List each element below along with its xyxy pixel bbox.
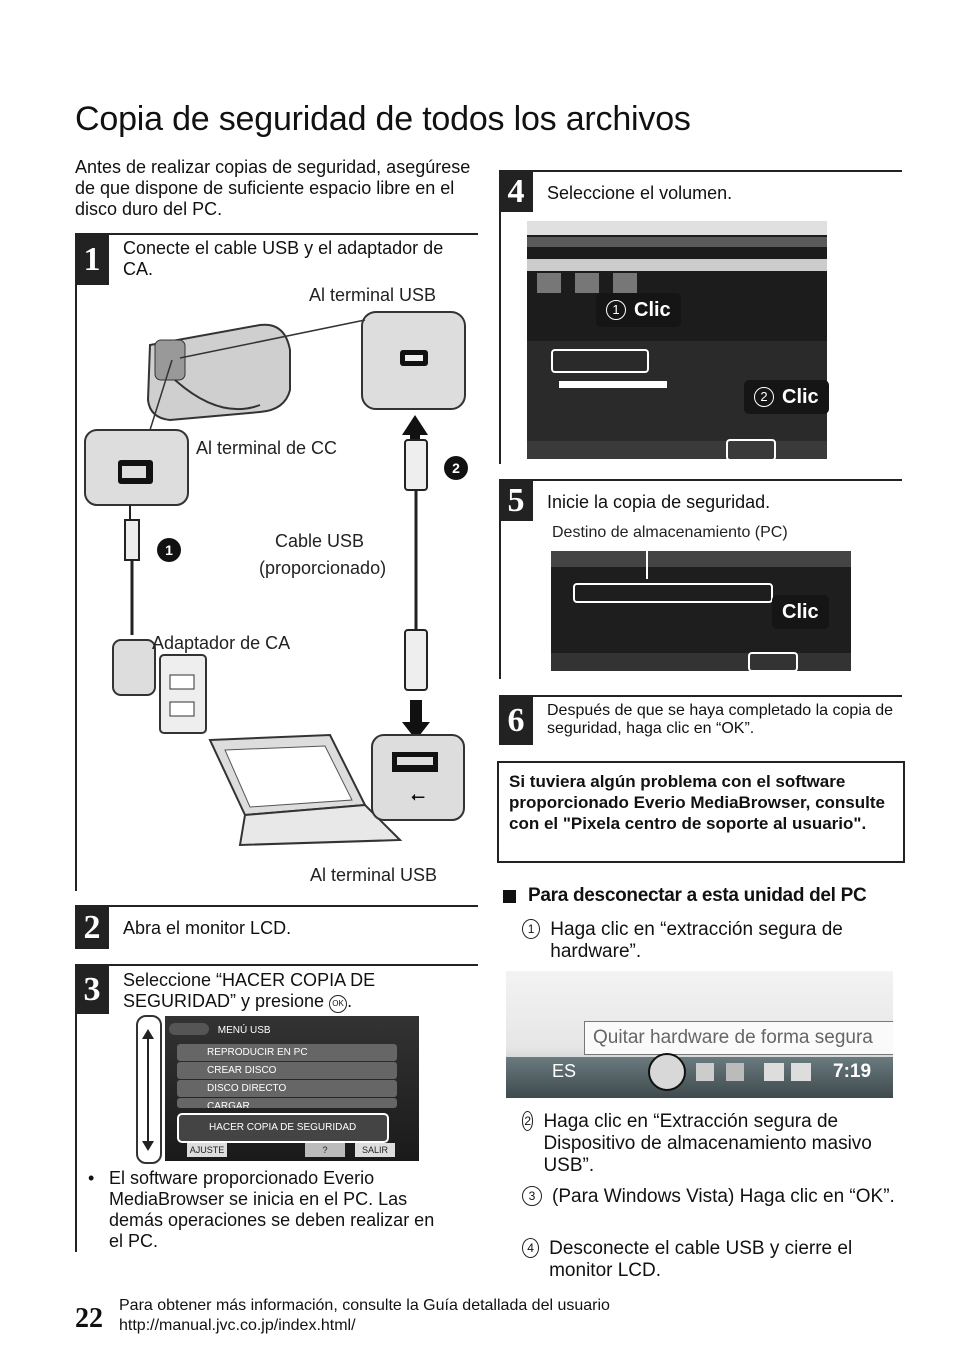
windows-tray-screenshot: Quitar hardware de forma segura ES 7:19	[506, 971, 893, 1098]
speaker-icon[interactable]	[791, 1063, 811, 1081]
menu-item-direct-disc[interactable]: DISCO DIRECTO	[177, 1080, 397, 1097]
step2-rule	[75, 905, 478, 907]
wall-outlet	[159, 654, 207, 734]
tray-tooltip: Quitar hardware de forma segura	[584, 1021, 893, 1055]
label-usb-cable: Cable USB	[275, 531, 365, 551]
safely-remove-hardware-icon[interactable]	[648, 1053, 686, 1091]
intro-text: Antes de realizar copias de seguridad, a…	[75, 157, 471, 219]
step6-rule	[499, 695, 902, 697]
camcorder-illustration	[146, 323, 291, 422]
marker-1: 1	[165, 542, 173, 558]
scroll-slider	[136, 1015, 162, 1164]
step2-text: Abra el monitor LCD.	[123, 918, 292, 938]
help-button[interactable]: ?	[305, 1143, 345, 1157]
ac-adapter-illustration	[112, 639, 156, 696]
label-usb-cable-note: (proporcionado)	[259, 558, 387, 578]
bullet-note: El software proporcionado Everio MediaBr…	[109, 1168, 435, 1251]
step3-rule	[75, 964, 478, 966]
menu-header: MENÚ USB	[217, 1025, 271, 1036]
clic-label-3: Clic	[772, 595, 829, 629]
connection-diagram: 2 1 ⭠	[84, 311, 468, 847]
step1-text: Conecte el cable USB y el adaptador de C…	[123, 238, 444, 279]
all-volumes-option[interactable]	[551, 349, 649, 373]
volume-dropdown[interactable]	[559, 381, 667, 388]
step3-text: Seleccione “HACER COPIA DE SEGURIDAD” y …	[123, 970, 376, 1013]
exit-button[interactable]: SALIR	[355, 1143, 395, 1157]
step5-number: 5	[499, 481, 533, 521]
step4-text: Seleccione el volumen.	[547, 183, 733, 203]
marker-2: 2	[452, 460, 460, 476]
step5-left-line	[499, 479, 501, 679]
step6-text: Después de que se haya completado la cop…	[547, 702, 894, 737]
step3-left-line	[75, 964, 77, 1252]
disconnect-step-3: 3(Para Windows Vista) Haga clic en “OK”.	[522, 1186, 902, 1208]
footer-url[interactable]: http://manual.jvc.co.jp/index.html/	[119, 1317, 356, 1334]
menu-item-play-pc[interactable]: REPRODUCIR EN PC	[177, 1044, 397, 1061]
start-button-highlight[interactable]	[748, 652, 798, 671]
step6-number: 6	[499, 697, 533, 745]
svg-text:⭠: ⭠	[411, 786, 425, 806]
page-number: 22	[75, 1303, 103, 1334]
ok-button-icon: OK	[329, 995, 348, 1013]
next-button-highlight[interactable]	[726, 439, 776, 459]
bullet-dot: •	[88, 1168, 95, 1188]
step2-number: 2	[75, 907, 109, 949]
step1-left-line	[75, 233, 77, 891]
destination-label: Destino de almacenamiento (PC)	[552, 524, 788, 541]
tray-icon-network[interactable]	[696, 1063, 714, 1081]
step3-number: 3	[75, 966, 109, 1014]
step5-rule	[499, 479, 902, 481]
label-ac-adapter: Adaptador de CA	[152, 633, 291, 653]
step4-number: 4	[499, 172, 533, 212]
disconnect-heading: Para desconectar a esta unidad del PC	[528, 885, 867, 906]
tray-icon-sd[interactable]	[726, 1063, 744, 1081]
step1-number: 1	[75, 235, 109, 285]
label-dc-terminal: Al terminal de CC	[196, 438, 338, 458]
step1-rule	[75, 233, 478, 235]
section-bullet	[503, 890, 516, 903]
usb-icon	[169, 1023, 209, 1035]
menu-item-create-disc[interactable]: CREAR DISCO	[177, 1062, 397, 1079]
step4-rule	[499, 170, 902, 172]
footer-info: Para obtener más información, consulte l…	[119, 1297, 610, 1314]
menu-item-upload[interactable]: CARGAR	[177, 1098, 397, 1108]
page-title: Copia de seguridad de todos los archivos	[75, 100, 691, 138]
tray-language: ES	[552, 1061, 577, 1081]
tray-icon-display[interactable]	[764, 1063, 784, 1081]
menu-item-backup[interactable]: HACER COPIA DE SEGURIDAD	[177, 1113, 389, 1143]
step5-text: Inicie la copia de seguridad.	[547, 492, 771, 512]
settings-button[interactable]: AJUSTE	[187, 1143, 227, 1157]
software-support-note: Si tuviera algún problema con el softwar…	[497, 761, 905, 863]
label-usb-terminal-top: Al terminal USB	[309, 285, 437, 305]
destination-path-highlight	[573, 583, 773, 603]
step4-left-line	[499, 170, 501, 464]
mediabrowser-volume-screen	[527, 221, 827, 459]
label-usb-terminal-bottom: Al terminal USB	[310, 865, 438, 885]
laptop-illustration	[208, 733, 403, 847]
camera-usb-menu: MENÚ USB REPRODUCIR EN PC CREAR DISCO DI…	[165, 1016, 419, 1161]
usb-port-zoom	[371, 734, 465, 821]
tray-clock: 7:19	[833, 1061, 872, 1082]
